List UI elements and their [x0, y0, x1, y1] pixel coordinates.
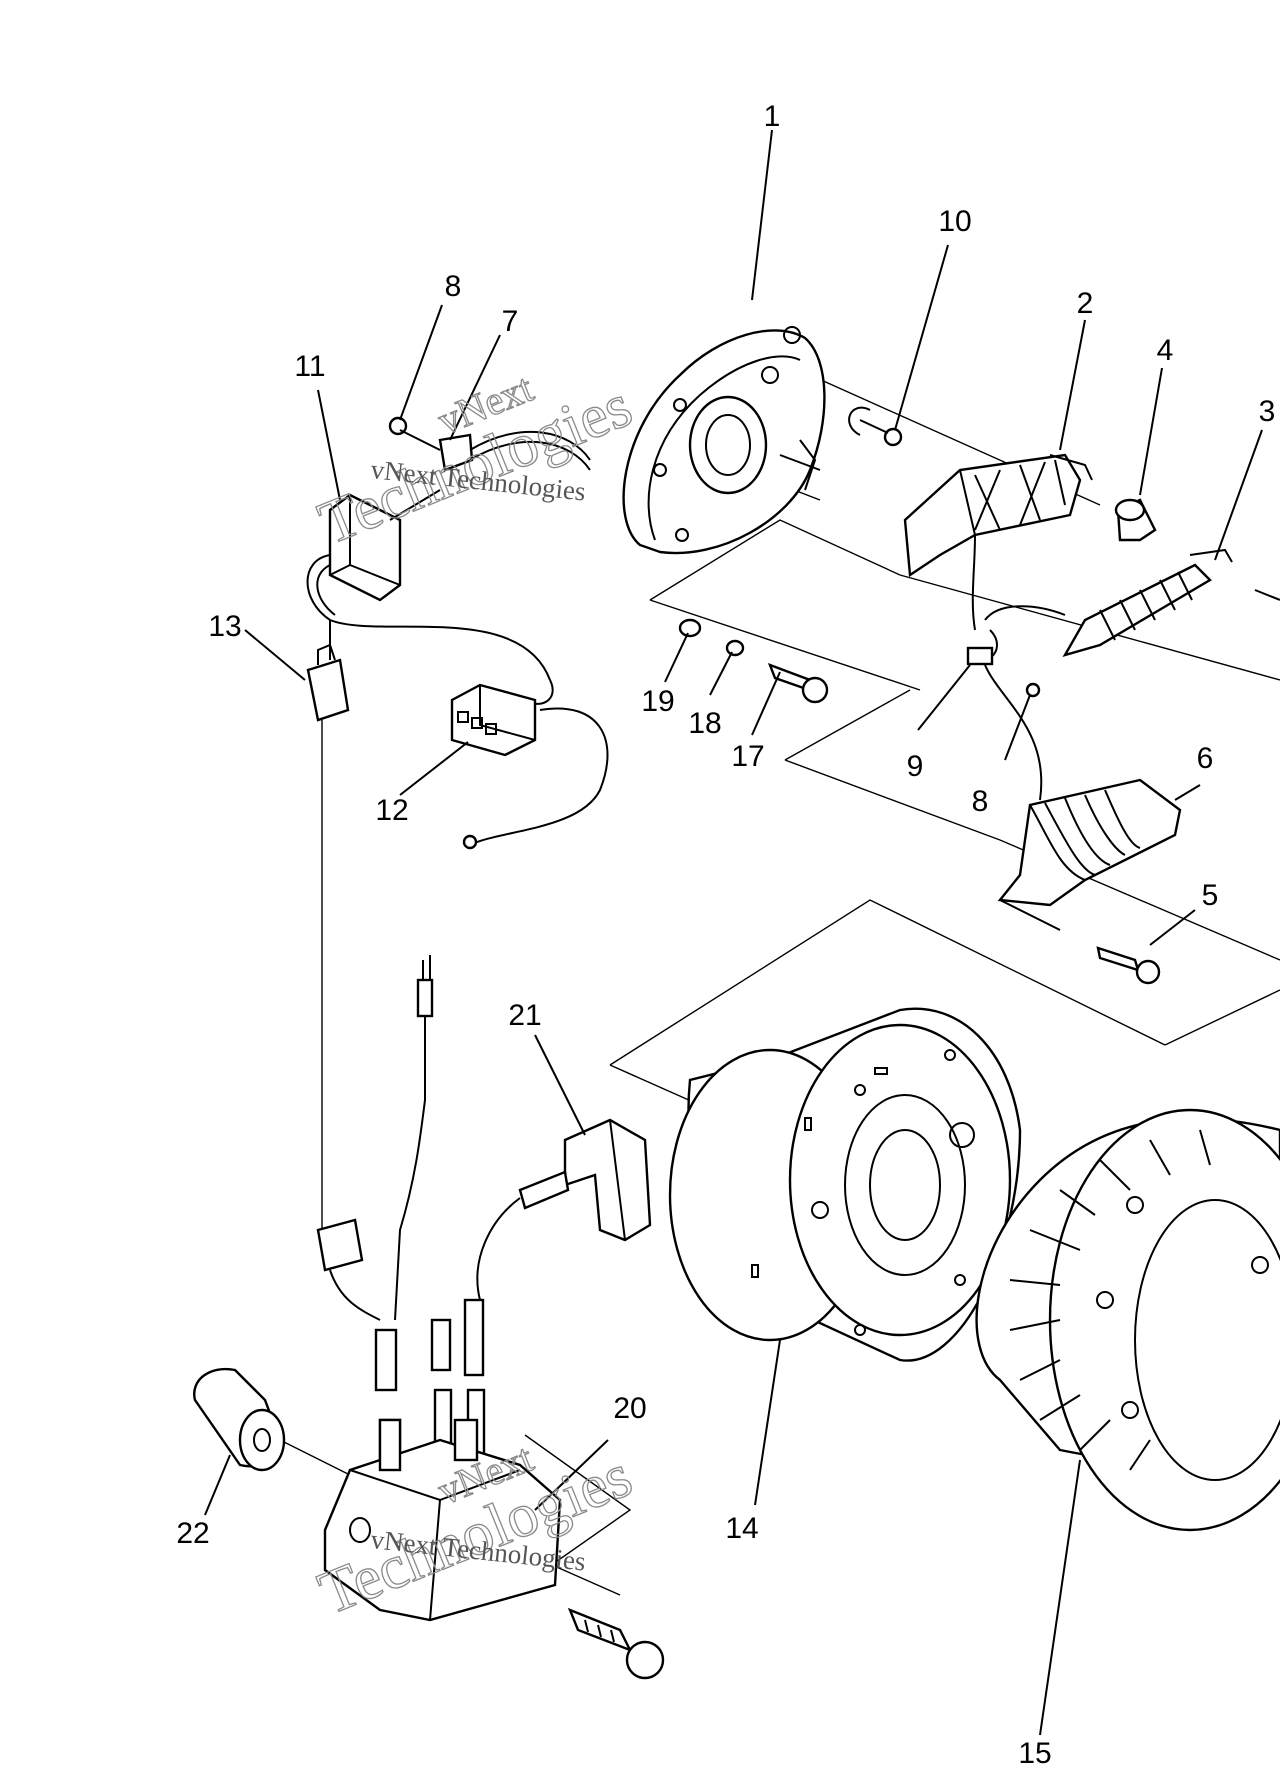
coil-6 [997, 778, 1182, 931]
bolt-lower [567, 1607, 665, 1680]
callout-21: 21 [508, 999, 541, 1032]
callout-15: 15 [1018, 1737, 1051, 1770]
callout-labels: 1 2 3 4 5 6 7 8 8 9 10 11 12 13 14 15 17… [176, 100, 1275, 1770]
callout-18: 18 [688, 707, 721, 740]
screw-5 [1096, 946, 1161, 985]
connector-13 [306, 643, 350, 1250]
rubber-cap-22 [193, 1367, 286, 1472]
callout-17: 17 [731, 740, 764, 773]
callout-2: 2 [1077, 287, 1094, 320]
connector-9 [966, 605, 1066, 801]
washers-bolt [678, 618, 829, 704]
callout-3: 3 [1259, 395, 1276, 428]
spacer-4 [1114, 498, 1157, 542]
callout-19: 19 [641, 685, 674, 718]
regulator-11 [328, 489, 441, 602]
callout-6: 6 [1197, 742, 1214, 775]
callout-1: 1 [764, 100, 781, 133]
screw-10 [848, 406, 903, 447]
callout-13: 13 [208, 610, 241, 643]
callout-8-upper: 8 [445, 270, 462, 303]
flywheel-14 [668, 1007, 1022, 1362]
callout-22: 22 [176, 1517, 209, 1550]
callout-4: 4 [1157, 334, 1174, 367]
bracket-7 [388, 416, 591, 472]
wire-harness [306, 554, 609, 846]
callout-11: 11 [294, 350, 325, 383]
coil-2 [903, 453, 1093, 631]
spark-plug-cap-21 [476, 1118, 652, 1301]
leader-lines [204, 129, 1263, 1736]
coil-3 [1062, 548, 1280, 657]
connector-block-12 [450, 683, 537, 850]
ignition-coil-20 [323, 1418, 562, 1622]
watermark-upper: vNext Technologies vNext Technologies [309, 364, 641, 558]
callout-14: 14 [725, 1512, 758, 1545]
stator-plate [622, 326, 826, 555]
callout-5: 5 [1202, 879, 1219, 912]
callout-7: 7 [502, 305, 519, 338]
callout-9: 9 [907, 750, 924, 783]
callout-20: 20 [613, 1392, 646, 1425]
connector-lower [316, 1218, 381, 1321]
callout-8-lower: 8 [972, 785, 989, 818]
fan-15 [975, 1108, 1280, 1532]
callout-12: 12 [375, 794, 408, 827]
callout-10: 10 [938, 205, 971, 238]
